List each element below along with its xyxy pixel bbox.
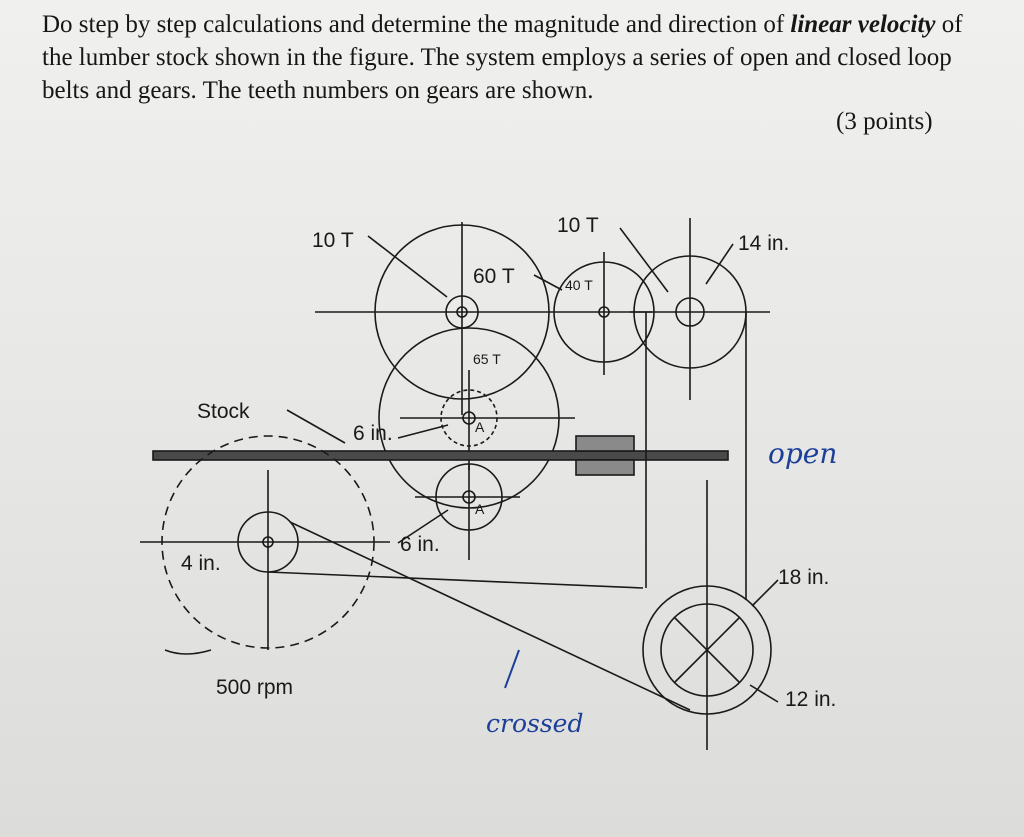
problem-points: (3 points) [836, 108, 933, 135]
label-12in: 12 in. [785, 688, 836, 711]
stock-guide-bottom [575, 459, 635, 476]
leader-10t-left [367, 235, 448, 298]
label-roller-a-top: A [475, 419, 485, 435]
leader-12in [749, 684, 779, 703]
leader-10t-right [619, 227, 669, 293]
leader-stock [286, 409, 346, 444]
problem-text-part-2: of the lumber stock shown in the figure.… [42, 11, 963, 104]
label-10t-right: 10 T [557, 214, 599, 237]
crossed-belt-1 [267, 571, 644, 589]
label-6in-bottom: 6 in. [400, 533, 440, 556]
leader-6in-bottom [397, 509, 449, 544]
problem-text-part-1: Do step by step calculations and determi… [42, 11, 791, 38]
leader-6in-top [397, 424, 449, 439]
leader-14in [705, 243, 734, 285]
rotation-arrow-500rpm [164, 649, 212, 655]
label-40t: 40 T [565, 277, 593, 293]
stock-guide-top [575, 435, 635, 452]
leader-60t [533, 274, 563, 291]
handwritten-crossed: crossed [486, 709, 583, 738]
handwritten-open: open [768, 437, 837, 470]
label-6in-top: 6 in. [353, 422, 393, 445]
label-65t: 65 T [473, 351, 501, 367]
label-stock: Stock [197, 400, 250, 423]
leader-18in [751, 579, 779, 607]
crossed-belt-2 [289, 521, 691, 711]
label-18in: 18 in. [778, 566, 829, 589]
label-500rpm: 500 rpm [216, 676, 293, 699]
label-10t-left: 10 T [312, 229, 354, 252]
problem-statement: Do step by step calculations and determi… [42, 8, 992, 107]
label-4in: 4 in. [181, 552, 221, 575]
handwritten-crossed-pointer [504, 649, 520, 689]
label-roller-a-bottom: A [475, 501, 485, 517]
lumber-stock [152, 450, 729, 461]
problem-emphasis-linear-velocity: linear velocity [790, 11, 936, 38]
label-14in: 14 in. [738, 232, 789, 255]
label-60t: 60 T [473, 265, 515, 288]
